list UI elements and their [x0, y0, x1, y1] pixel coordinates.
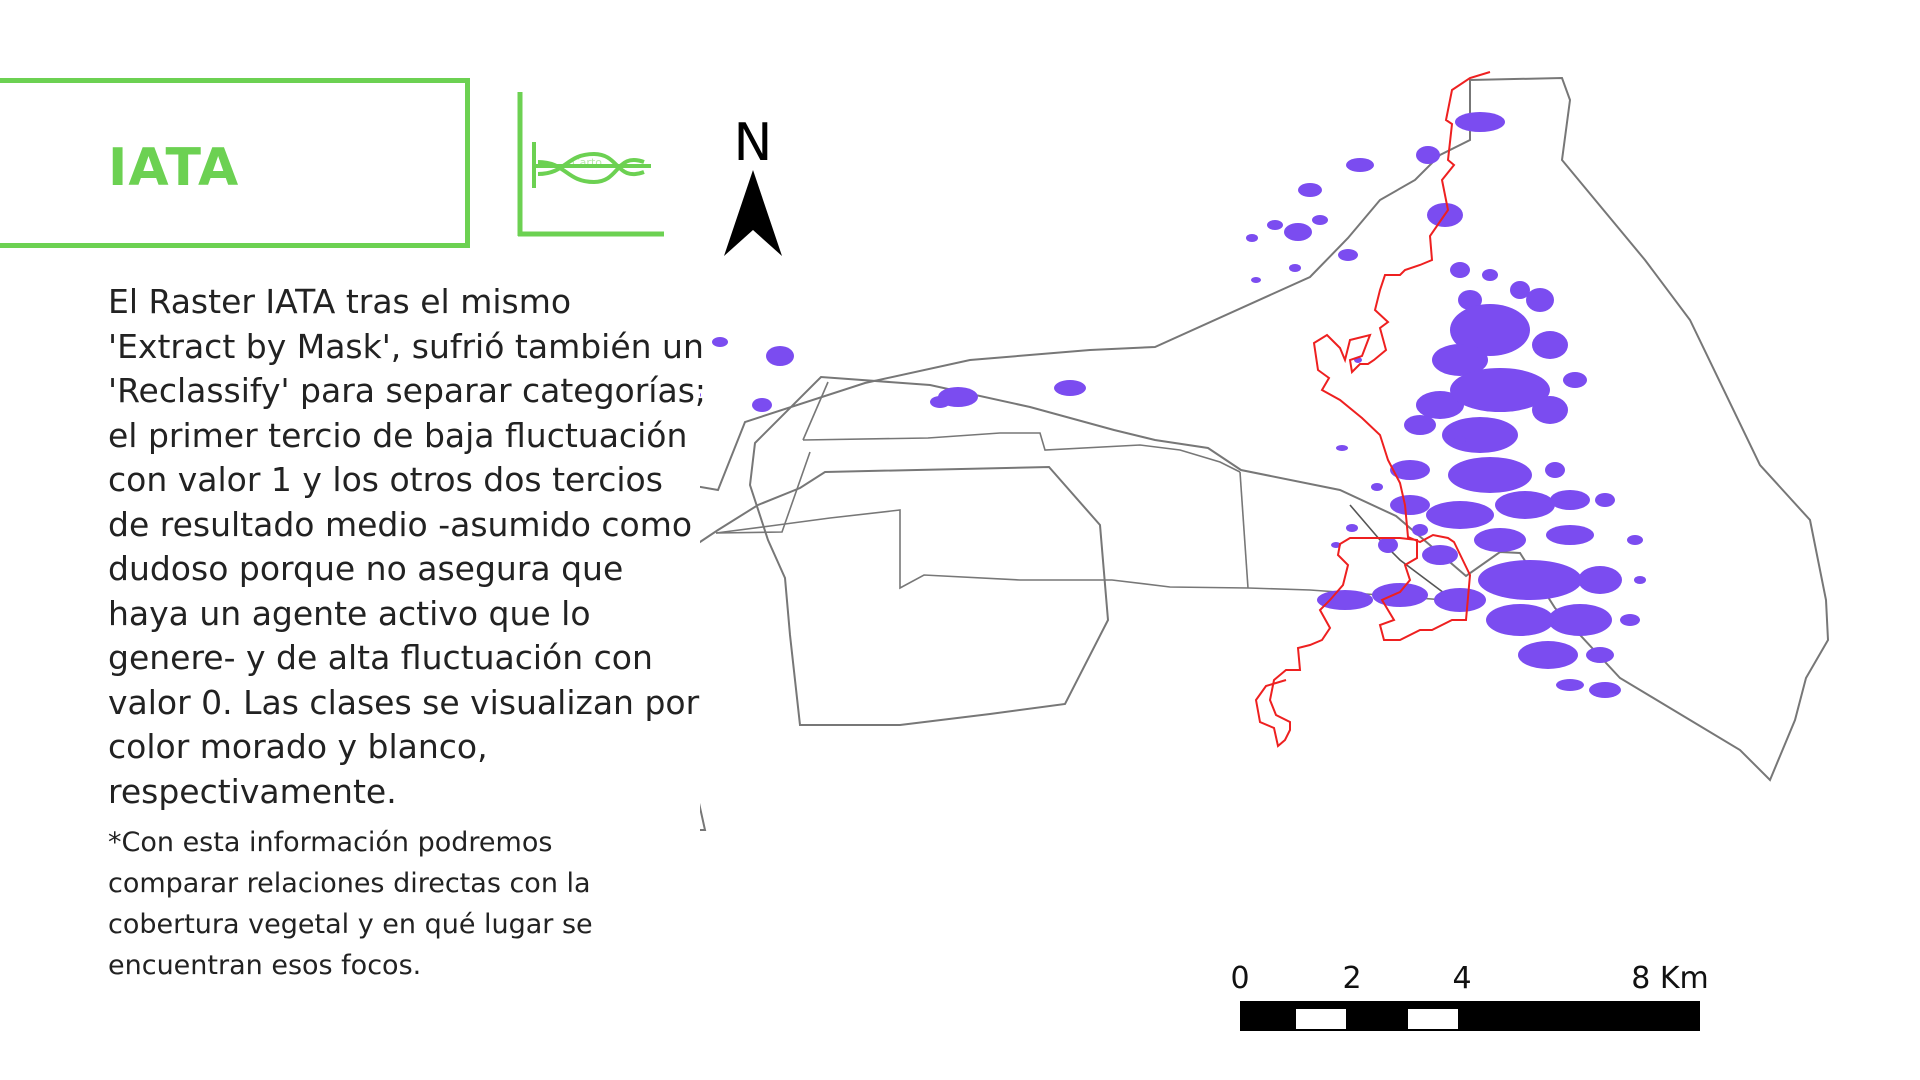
north-arrow-icon: N — [724, 118, 782, 256]
internal-boundary — [715, 509, 901, 534]
title-frame — [0, 78, 470, 248]
scale-segment — [1408, 1009, 1458, 1029]
internal-boundary — [802, 381, 829, 441]
scale-label-2: 2 — [1342, 961, 1361, 996]
map-canvas — [700, 71, 1830, 831]
north-label: N — [734, 118, 773, 173]
scale-label-0: 0 — [1230, 961, 1249, 996]
scale-segment — [1296, 1009, 1346, 1029]
note-text: *Con esta información podremos comparar … — [108, 827, 593, 981]
internal-boundary — [1239, 471, 1249, 589]
scale-bar: 0 2 4 8 Km — [1230, 961, 1709, 1031]
page-title: IATA — [108, 138, 240, 198]
logo-label: Carto — [572, 156, 602, 169]
internal-boundary — [802, 432, 1241, 473]
internal-boundary — [715, 451, 811, 534]
scale-label-4: 4 — [1452, 961, 1471, 996]
carto-logo-icon: Carto — [517, 92, 664, 237]
description-text: El Raster IATA tras el mismo 'Extract by… — [108, 282, 707, 811]
municipality-boundary — [700, 76, 1830, 831]
purple-class-areas — [700, 112, 1646, 698]
red-boundary-line — [1254, 71, 1491, 748]
scale-label-8-km: 8 Km — [1631, 961, 1709, 996]
